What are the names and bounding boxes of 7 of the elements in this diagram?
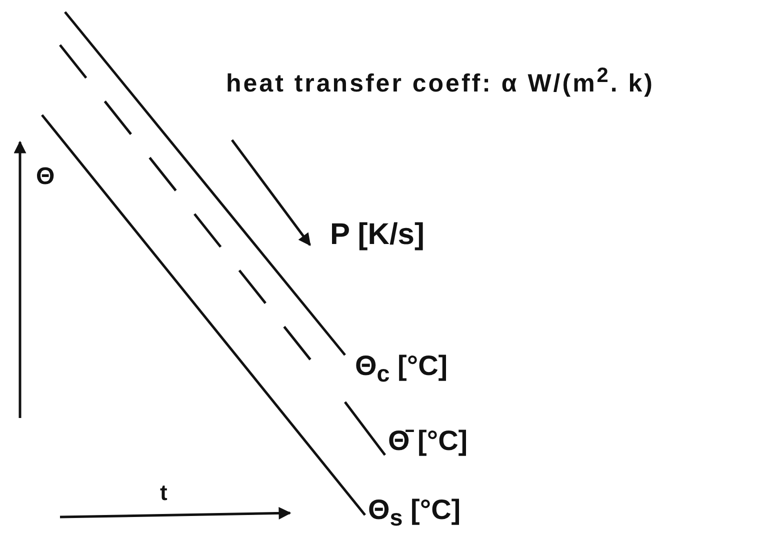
label-text: t (160, 480, 168, 506)
label-text: P [K/s] (330, 218, 424, 252)
label-text: Θ̄ [°C] (388, 425, 468, 457)
label-text: Θ$_{c}$ [°C] (355, 350, 448, 388)
label-text: heat transfer coeff: α W/(m$^{2}$. k) (226, 64, 655, 98)
label-text: Θ (36, 163, 55, 191)
label-text: Θ$_{s}$ [°C] (368, 494, 461, 532)
